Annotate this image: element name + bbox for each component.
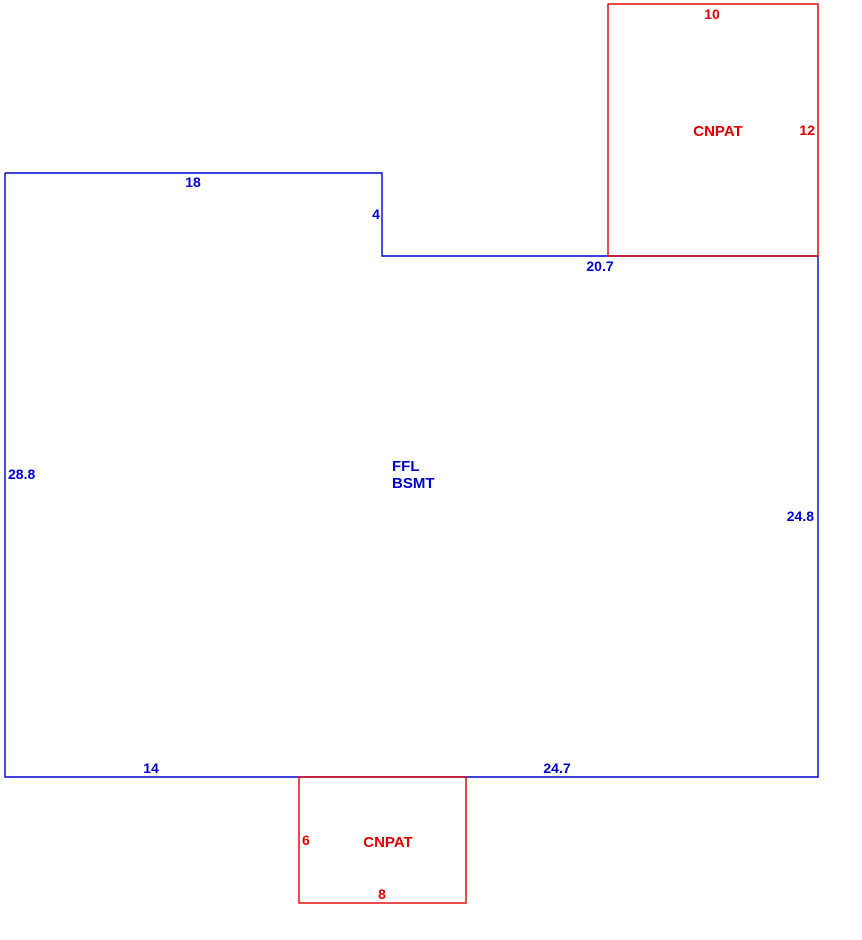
dim-bottom-right: 24.7 [543,760,570,776]
patio-bottom-outline [298,776,467,904]
main-area-label-line1: FFL [392,458,420,475]
dim-notch: 4 [372,206,380,222]
patio-top-dim-right: 12 [799,122,815,138]
patio-bottom-dim-left: 6 [302,832,310,848]
patio-top-outline [607,3,819,257]
main-area-label-line2: BSMT [392,475,435,492]
dim-top-right: 20.7 [586,258,613,274]
dim-bottom-left: 14 [143,760,159,776]
dim-right: 24.8 [787,508,814,524]
patio-bottom-dim-bottom: 8 [378,886,386,902]
patio-top-label: CNPAT [693,123,742,140]
patio-bottom-label: CNPAT [363,834,412,851]
dim-top-left: 18 [185,174,201,190]
dim-left: 28.8 [8,466,35,482]
patio-top-dim-top: 10 [704,6,720,22]
